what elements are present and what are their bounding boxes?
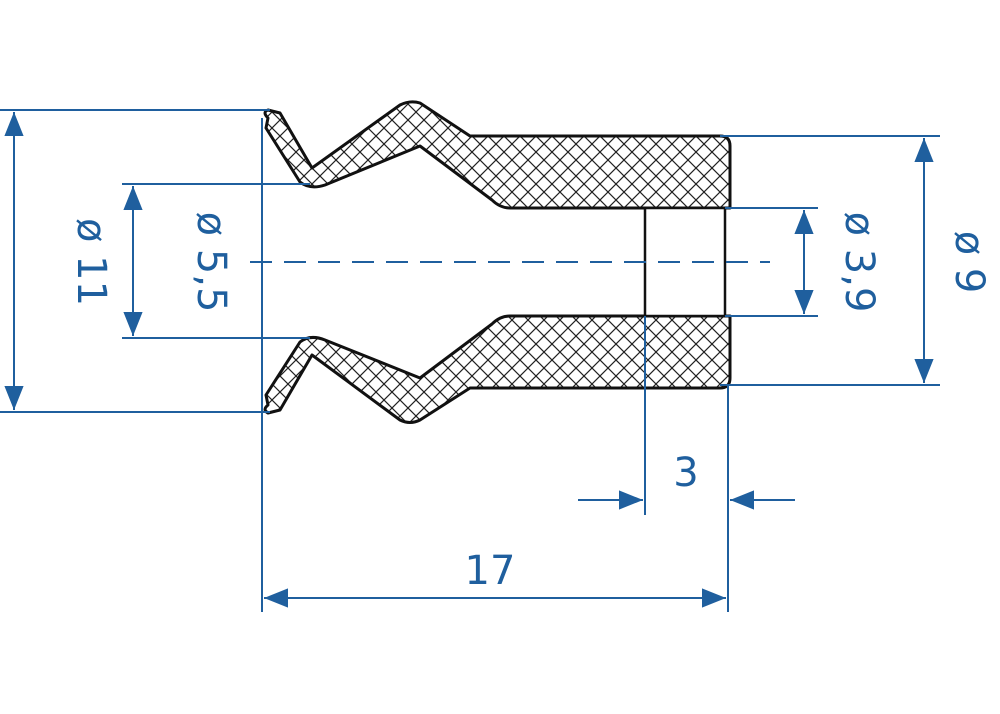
dimension-outer-diameter: ø 11	[0, 109, 270, 413]
inner-diameter-label: ø 5,5	[188, 212, 234, 313]
dimension-body-diameter: ø 9	[720, 135, 992, 386]
body-diameter-label: ø 9	[946, 231, 992, 294]
upper-section	[263, 100, 732, 210]
dimension-bore-depth: 3	[578, 316, 795, 515]
lower-section	[263, 314, 732, 424]
dimension-bore-diameter: ø 3,9	[725, 207, 882, 317]
dimension-inner-diameter: ø 5,5	[122, 183, 310, 339]
outer-diameter-label: ø 11	[68, 218, 114, 306]
bore-depth-label: 3	[673, 450, 698, 496]
bore-diameter-label: ø 3,9	[836, 212, 882, 313]
overall-length-label: 17	[465, 548, 516, 594]
suction-cup-section	[250, 100, 770, 424]
dimension-overall-length: 17	[261, 118, 729, 612]
